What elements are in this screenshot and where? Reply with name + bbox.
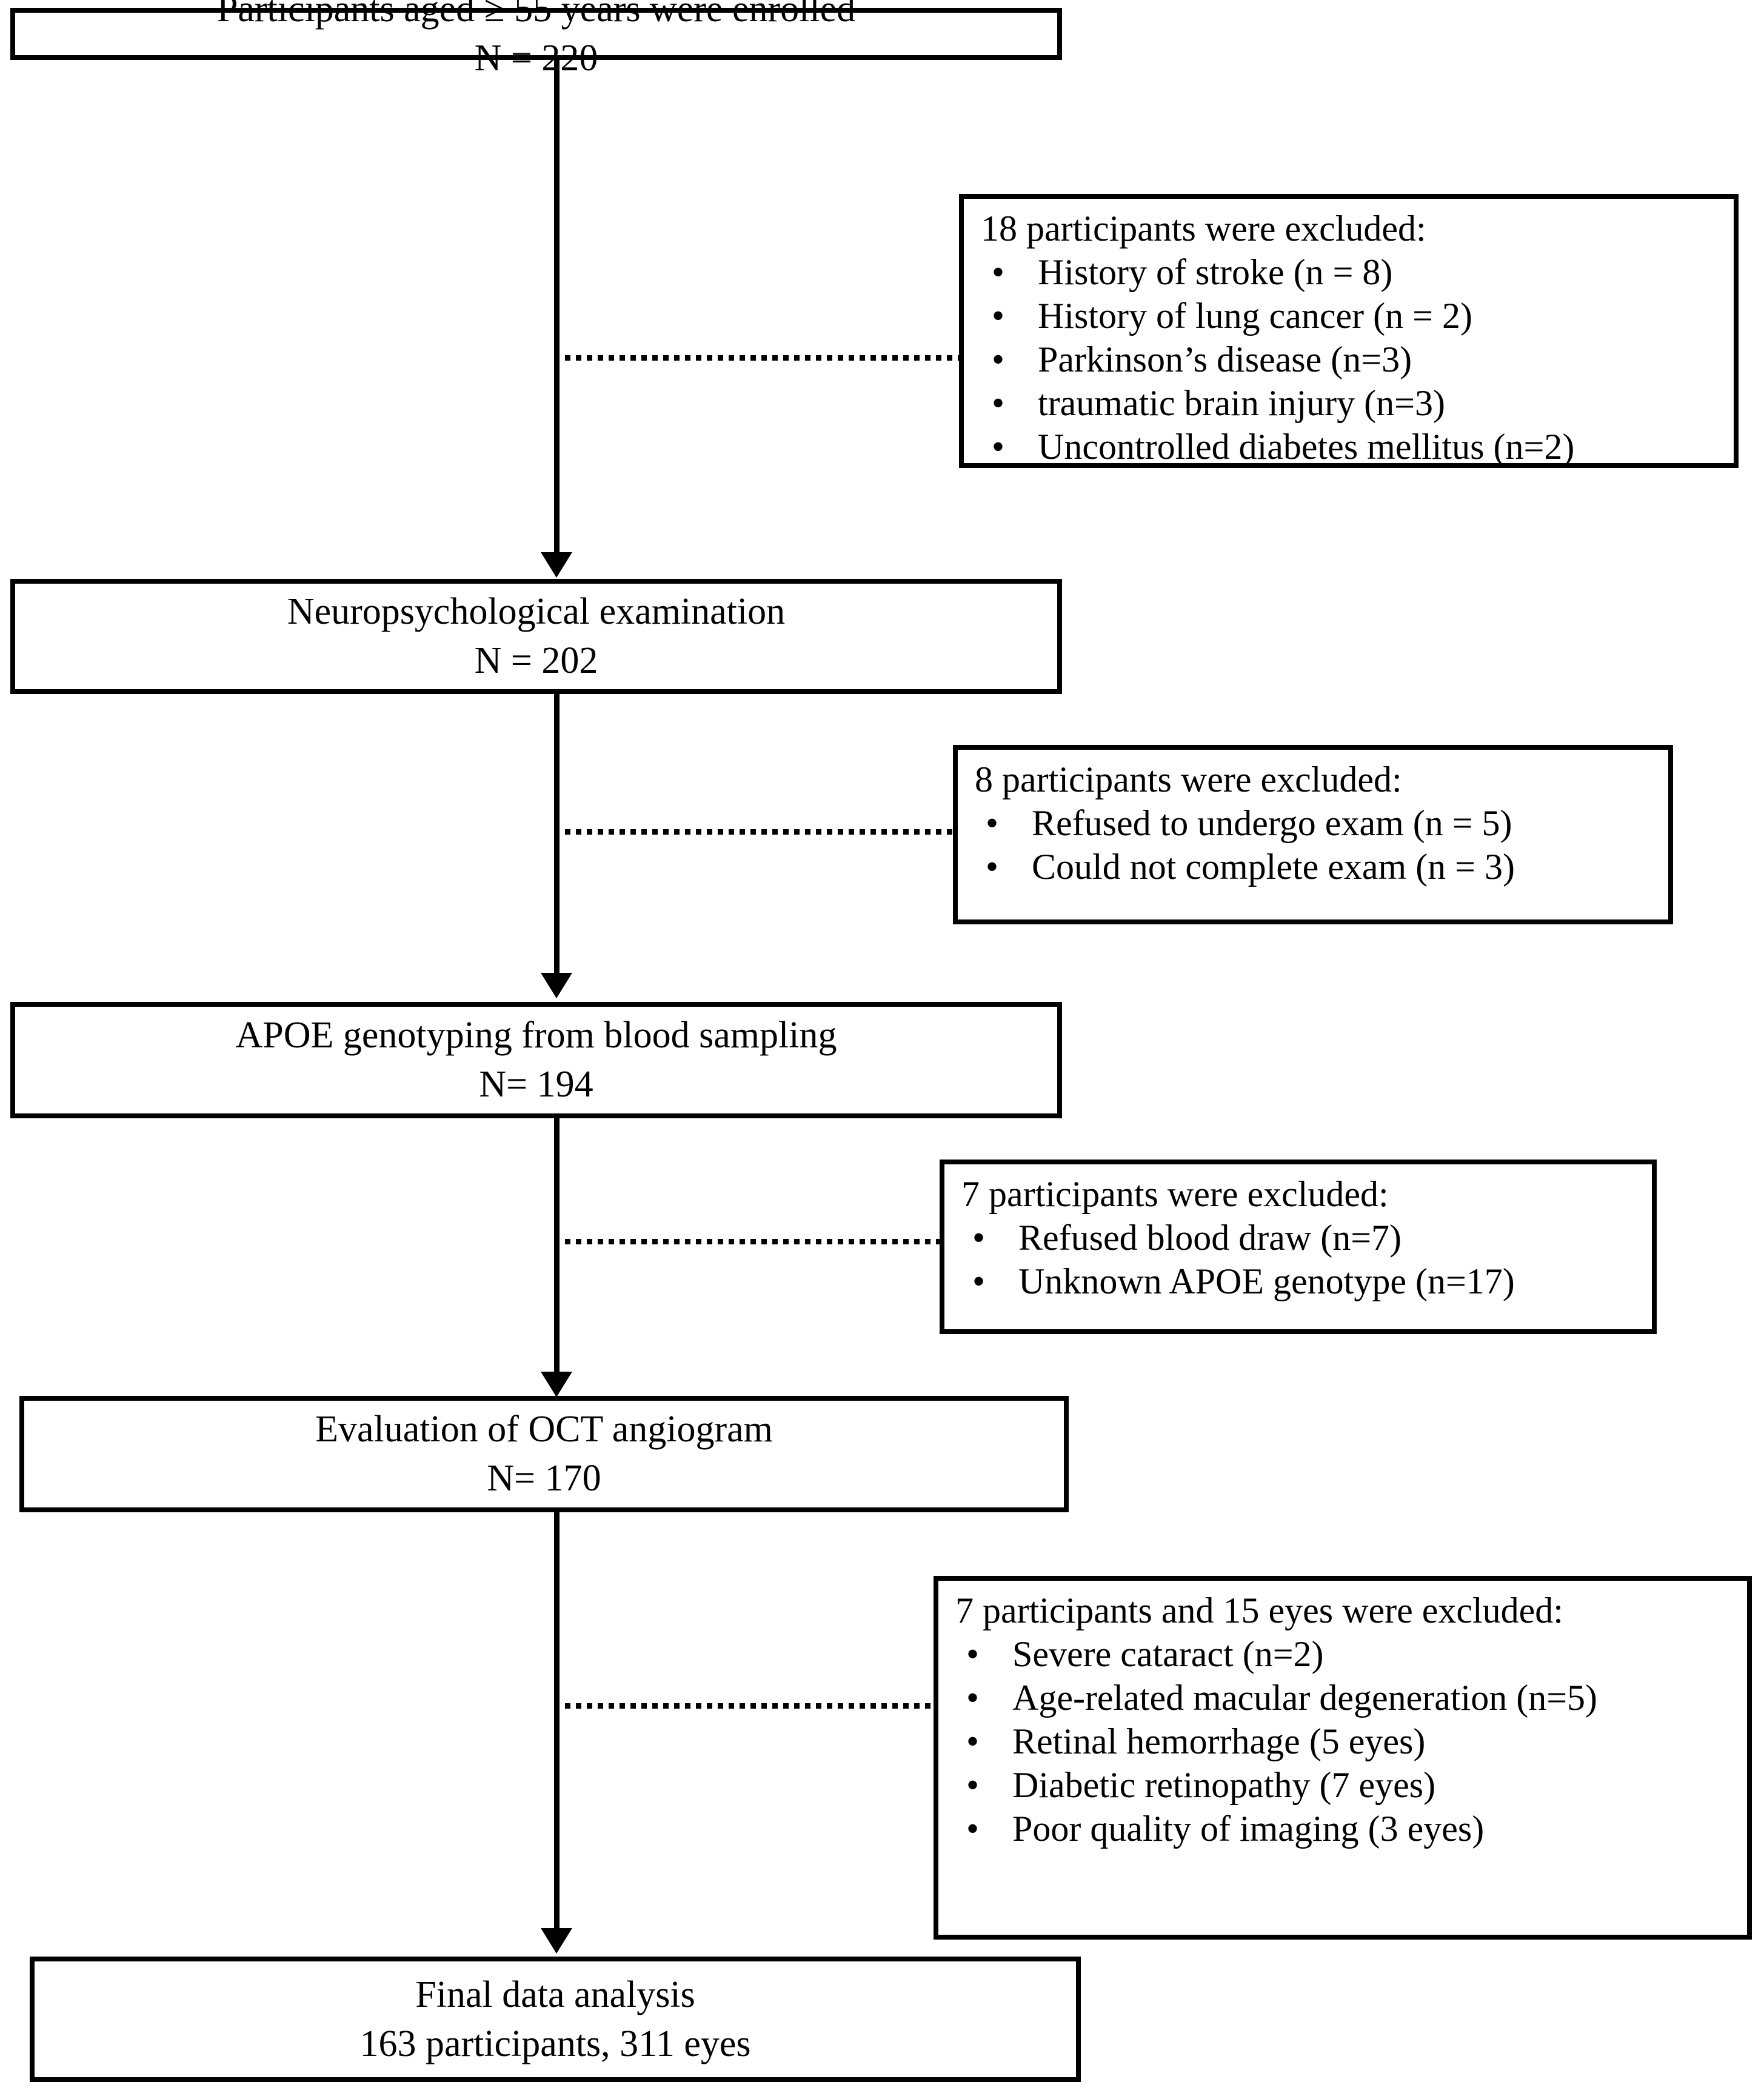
node-enrollment: Participants aged ≥ 55 years were enroll… [10,0,1062,79]
exclusion-2-list: • Refused to undergo exam (n = 5) • Could … [958,801,1668,889]
node-apoe-line-2: N= 194 [479,1064,593,1105]
exclusion-2-item: • Refused to undergo exam (n = 5) [958,801,1668,845]
exclusion-box-4: 7 participants and 15 eyes were excluded… [934,1576,1752,1940]
exclusion-1-item: • Uncontrolled diabetes mellitus (n=2) [964,425,1734,469]
bullet-icon: • [992,339,1005,379]
exclusion-4-item-label: Retinal hemorrhage (5 eyes) [1012,1721,1426,1761]
arrowhead-neuropsych [541,552,572,578]
exclusion-2-item-label: Refused to undergo exam (n = 5) [1032,803,1512,843]
exclusion-1-item-label: traumatic brain injury (n=3) [1038,382,1445,423]
exclusion-box-1: 18 participants were excluded: • History … [959,194,1739,468]
exclusion-1-title: 18 participants were excluded: [981,209,1426,249]
bullet-icon: • [992,426,1005,467]
bullet-icon: • [972,1261,986,1301]
dotted-branch-exclusion-1 [554,355,961,361]
node-neuropsych-line-2: N = 202 [474,640,598,681]
exclusion-2-title: 8 participants were excluded: [975,759,1402,799]
exclusion-1-item: • traumatic brain injury (n=3) [964,381,1734,425]
exclusion-3-item: • Unknown APOE genotype (n=17) [944,1260,1652,1303]
exclusion-1-item-label: History of lung cancer (n = 2) [1038,295,1472,336]
node-enrollment-line-1: Participants aged ≥ 55 years were enroll… [216,0,856,30]
node-final-line-2: 163 participants, 311 eyes [359,2023,751,2064]
exclusion-4-item-label: Diabetic retinopathy (7 eyes) [1012,1764,1436,1805]
exclusion-4-item-label: Poor quality of imaging (3 eyes) [1012,1808,1485,1849]
exclusion-1-item-label: Parkinson’s disease (n=3) [1038,339,1412,379]
node-octa-line-1: Evaluation of OCT angiogram [315,1409,773,1450]
connector-apoe-to-octa [554,1118,560,1375]
exclusion-3-list: • Refused blood draw (n=7) • Unknown APOE … [944,1216,1652,1303]
exclusion-3-item-label: Refused blood draw (n=7) [1018,1217,1402,1258]
arrowhead-octa [541,1372,572,1397]
connector-enrollment-to-neuropsych [554,60,560,556]
exclusion-1-item: • History of stroke (n = 8) [964,250,1734,294]
exclusion-1-item: • Parkinson’s disease (n=3) [964,338,1734,381]
bullet-icon: • [992,295,1005,336]
bullet-icon: • [992,382,1005,423]
exclusion-1-list: • History of stroke (n = 8) • History of l… [964,250,1734,469]
bullet-icon: • [992,252,1005,292]
exclusion-4-item-label: Severe cataract (n=2) [1012,1633,1324,1674]
node-apoe-genotyping: APOE genotyping from blood sampling N= 1… [10,1002,1062,1118]
node-final-line-1: Final data analysis [415,1974,695,2015]
node-octa-line-2: N= 170 [487,1458,601,1499]
bullet-icon: • [966,1633,980,1674]
node-final-data-analysis: Final data analysis 163 participants, 31… [30,1957,1081,2082]
node-oct-angiogram-evaluation: Evaluation of OCT angiogram N= 170 [19,1396,1069,1512]
node-neuropsych-line-1: Neuropsychological examination [287,591,786,633]
connector-neuropsych-to-apoe [554,694,560,976]
exclusion-1-item-label: History of stroke (n = 8) [1038,252,1393,292]
dotted-branch-exclusion-3 [554,1239,942,1244]
bullet-icon: • [972,1217,986,1258]
arrowhead-apoe [541,973,572,998]
exclusion-4-item: • Poor quality of imaging (3 eyes) [938,1807,1747,1850]
exclusion-2-item-label: Could not complete exam (n = 3) [1032,846,1515,887]
connector-octa-to-final [554,1512,560,1932]
exclusion-4-item-label: Age-related macular degeneration (n=5) [1012,1677,1598,1718]
exclusion-4-list: • Severe cataract (n=2) • Age-related macu… [938,1632,1747,1850]
bullet-icon: • [986,846,999,887]
bullet-icon: • [986,803,999,843]
exclusion-4-item: • Severe cataract (n=2) [938,1632,1747,1676]
node-neuropsychological-examination: Neuropsychological examination N = 202 [10,579,1062,694]
exclusion-3-title: 7 participants were excluded: [961,1174,1389,1214]
exclusion-4-title: 7 participants and 15 eyes were excluded… [955,1590,1563,1630]
exclusion-4-item: • Age-related macular degeneration (n=5) [938,1676,1747,1720]
exclusion-4-item: • Retinal hemorrhage (5 eyes) [938,1720,1747,1763]
node-enrollment-line-2: N = 220 [474,38,598,79]
exclusion-4-item: • Diabetic retinopathy (7 eyes) [938,1763,1747,1807]
dotted-branch-exclusion-4 [554,1703,934,1709]
exclusion-1-item-label: Uncontrolled diabetes mellitus (n=2) [1038,426,1575,467]
node-apoe-line-1: APOE genotyping from blood sampling [235,1015,837,1056]
exclusion-3-item: • Refused blood draw (n=7) [944,1216,1652,1260]
arrowhead-final [541,1928,572,1954]
bullet-icon: • [966,1764,980,1805]
exclusion-2-item: • Could not complete exam (n = 3) [958,845,1668,889]
exclusion-3-item-label: Unknown APOE genotype (n=17) [1018,1261,1515,1301]
bullet-icon: • [966,1721,980,1761]
exclusion-box-2: 8 participants were excluded: • Refused t… [953,745,1673,924]
exclusion-box-3: 7 participants were excluded: • Refused b… [940,1160,1657,1334]
dotted-branch-exclusion-2 [554,829,955,835]
exclusion-1-item: • History of lung cancer (n = 2) [964,294,1734,338]
bullet-icon: • [966,1677,980,1718]
bullet-icon: • [966,1808,980,1849]
